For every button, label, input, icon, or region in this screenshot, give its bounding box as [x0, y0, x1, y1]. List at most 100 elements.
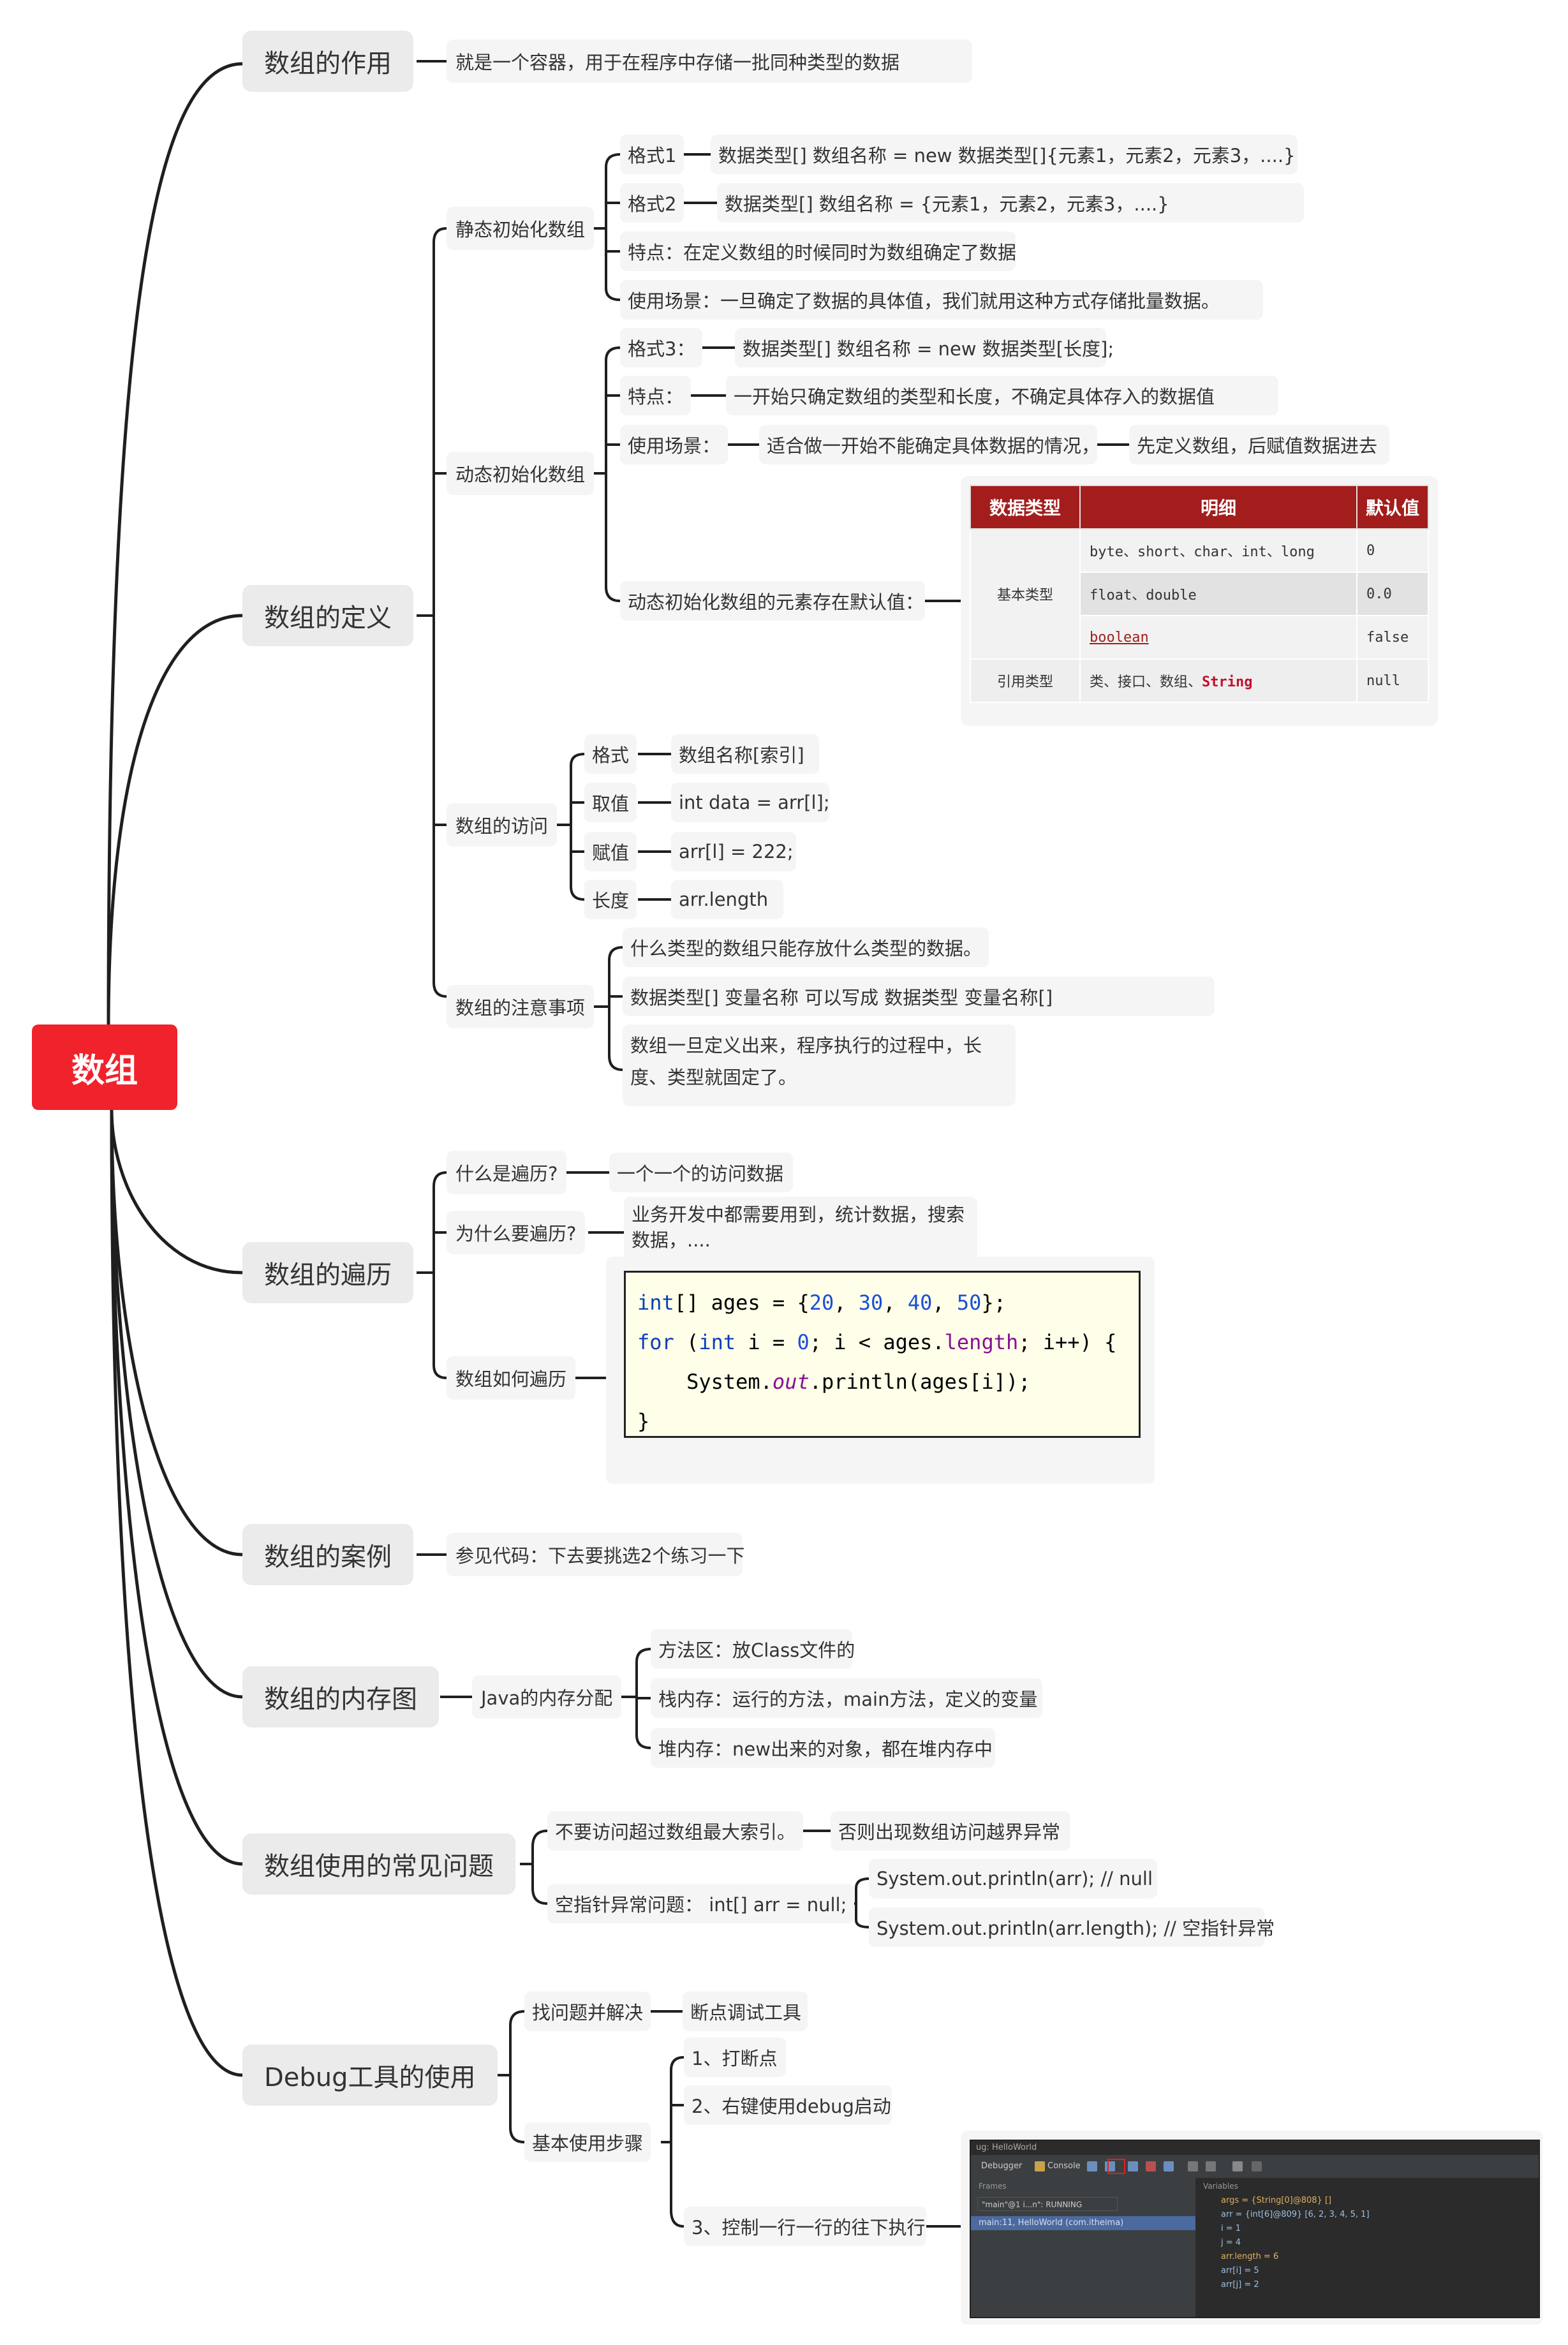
static-format1-key[interactable]: 格式1	[620, 135, 684, 174]
array-examples-desc[interactable]: 参见代码：下去要挑选2个练习一下	[447, 1533, 744, 1576]
static-feature[interactable]: 特点：在定义数组的时候同时为数组确定了数据	[620, 232, 1016, 271]
evaluate-icon[interactable]	[1232, 2161, 1243, 2171]
step-out-icon[interactable]	[1164, 2161, 1174, 2171]
var-arr[interactable]: arr = {int[6]@809} [6, 2, 3, 4, 5, 1]	[1221, 2210, 1370, 2219]
branch-array-examples[interactable]: 数组的案例	[242, 1524, 413, 1585]
access-get-value[interactable]: int data = arr[l];	[671, 783, 830, 822]
variables-panel: Variables args = {String[0]@808} [] arr …	[1195, 2178, 1539, 2317]
dynamic-init-node[interactable]: 动态初始化数组	[447, 452, 595, 495]
var-arr-i[interactable]: arr[i] = 5	[1221, 2266, 1259, 2275]
boolean-text: boolean	[1090, 629, 1149, 646]
branch-debug-tool[interactable]: Debug工具的使用	[242, 2045, 498, 2106]
access-set-value[interactable]: arr[l] = 222;	[671, 832, 796, 871]
default-value-label[interactable]: 动态初始化数组的元素存在默认值：	[620, 581, 925, 621]
root-node[interactable]: 数组	[32, 1025, 177, 1110]
dynamic-feature-key[interactable]: 特点：	[620, 376, 692, 415]
static-format2-value[interactable]: 数据类型[] 数组名称 = {元素1，元素2，元素3，....}	[717, 183, 1304, 223]
dynamic-format3-value[interactable]: 数据类型[] 数组名称 = new 数据类型[长度];	[735, 328, 1114, 367]
debug-basic-steps[interactable]: 基本使用步骤	[524, 2122, 651, 2162]
static-init-node[interactable]: 静态初始化数组	[447, 207, 595, 250]
table-cell-default: null	[1356, 658, 1429, 703]
debugger-title-bar: ug: HelloWorld	[971, 2141, 1539, 2155]
selected-frame[interactable]: main:11, HelloWorld (com.itheima)	[971, 2216, 1195, 2230]
table-cell-default: 0	[1356, 528, 1429, 573]
debug-breakpoint-tool[interactable]: 断点调试工具	[683, 1992, 808, 2031]
table-cell-default: 0.0	[1356, 572, 1429, 616]
table-header-default: 默认值	[1356, 485, 1429, 529]
debug-step-3[interactable]: 3、控制一行一行的往下执行	[684, 2207, 926, 2246]
var-i[interactable]: i = 1	[1221, 2224, 1241, 2233]
dynamic-format3-key[interactable]: 格式3：	[620, 328, 703, 367]
branch-array-traversal[interactable]: 数组的遍历	[242, 1242, 413, 1303]
issue-null-pointer[interactable]: 空指针异常问题： int[] arr = null;	[547, 1884, 855, 1923]
menu-icon[interactable]	[1087, 2161, 1097, 2171]
static-format1-value[interactable]: 数据类型[] 数组名称 = new 数据类型[]{元素1，元素2，元素3，...…	[711, 135, 1298, 174]
debug-step-2[interactable]: 2、右键使用debug启动	[684, 2085, 892, 2125]
java-memory-node[interactable]: Java的内存分配	[472, 1675, 622, 1719]
traversal-why-answer[interactable]: 业务开发中都需要用到，统计数据，搜索数据，....	[624, 1197, 977, 1268]
memory-heap[interactable]: 堆内存：new出来的对象，都在堆内存中	[651, 1728, 995, 1768]
default-value-table: 数据类型 明细 默认值 基本类型 byte、short、char、int、lon…	[970, 485, 1429, 703]
thread-selector[interactable]: "main"@1 i...n": RUNNING	[977, 2197, 1118, 2211]
memory-stack[interactable]: 栈内存：运行的方法，main方法，定义的变量	[651, 1678, 1042, 1718]
branch-array-purpose[interactable]: 数组的作用	[242, 31, 413, 92]
var-arr-j[interactable]: arr[j] = 2	[1221, 2280, 1259, 2290]
table-cell-basic-type: 基本类型	[970, 528, 1081, 660]
table-cell-detail: byte、short、char、int、long	[1079, 528, 1357, 573]
dynamic-feature-value[interactable]: 一开始只确定数组的类型和长度，不确定具体存入的数据值	[726, 376, 1278, 415]
traversal-how-node[interactable]: 数组如何遍历	[447, 1356, 576, 1400]
step-into-icon[interactable]	[1128, 2161, 1138, 2171]
var-j[interactable]: j = 4	[1221, 2238, 1241, 2247]
array-purpose-desc[interactable]: 就是一个容器，用于在程序中存储一批同种类型的数据	[447, 40, 972, 83]
null-print-length[interactable]: System.out.println(arr.length); // 空指针异常	[869, 1907, 1275, 1947]
dynamic-scene-value2[interactable]: 先定义数组，后赋值数据进去	[1129, 425, 1389, 464]
debug-step-1[interactable]: 1、打断点	[684, 2038, 786, 2077]
console-tab[interactable]: Console	[1047, 2161, 1081, 2171]
table-cell-ref-type: 引用类型	[970, 658, 1081, 703]
code-block[interactable]: int[] ages = {20, 30, 40, 50}; for (int …	[624, 1271, 1141, 1438]
array-access-node[interactable]: 数组的访问	[447, 803, 558, 847]
debug-find-fix[interactable]: 找问题并解决	[524, 1992, 651, 2031]
static-format2-key[interactable]: 格式2	[620, 183, 684, 223]
default-value-table-container: 数据类型 明细 默认值 基本类型 byte、short、char、int、lon…	[961, 476, 1438, 726]
access-format-key[interactable]: 格式	[584, 734, 637, 774]
issue-index-result[interactable]: 否则出现数组访问越界异常	[831, 1811, 1070, 1851]
settings-icon[interactable]	[1252, 2161, 1262, 2171]
debugger-screenshot: ug: HelloWorld Debugger Console Frames "…	[970, 2140, 1540, 2318]
traversal-what-answer[interactable]: 一个一个的访问数据	[609, 1153, 793, 1192]
run-cursor-icon[interactable]	[1206, 2161, 1216, 2171]
dynamic-scene-value1[interactable]: 适合做一开始不能确定具体数据的情况，	[759, 425, 1100, 464]
drop-frame-icon[interactable]	[1188, 2161, 1198, 2171]
null-print-arr[interactable]: System.out.println(arr); // null	[869, 1859, 1157, 1898]
table-cell-detail: 类、接口、数组、String	[1079, 658, 1357, 703]
ref-detail-prefix: 类、接口、数组、	[1090, 674, 1202, 690]
dynamic-scene-key[interactable]: 使用场景：	[620, 425, 729, 464]
traversal-what-node[interactable]: 什么是遍历?	[447, 1151, 567, 1194]
branch-array-definition[interactable]: 数组的定义	[242, 585, 413, 646]
table-header-type: 数据类型	[970, 485, 1081, 529]
access-format-value[interactable]: 数组名称[索引]	[671, 734, 819, 774]
access-length-value[interactable]: arr.length	[671, 880, 783, 919]
traversal-why-node[interactable]: 为什么要遍历?	[447, 1211, 586, 1254]
array-notes-node[interactable]: 数组的注意事项	[447, 985, 595, 1028]
memory-method-area[interactable]: 方法区：放Class文件的	[651, 1629, 855, 1669]
table-cell-detail: float、double	[1079, 572, 1357, 616]
issue-index-out-of-bounds[interactable]: 不要访问超过数组最大索引。	[547, 1811, 804, 1851]
access-length-key[interactable]: 长度	[584, 880, 637, 919]
access-get-key[interactable]: 取值	[584, 783, 637, 822]
branch-common-issues[interactable]: 数组使用的常见问题	[242, 1833, 515, 1895]
console-icon	[1035, 2161, 1045, 2171]
string-keyword: String	[1202, 674, 1253, 690]
var-arr-length[interactable]: arr.length = 6	[1221, 2252, 1279, 2261]
note-type-restriction[interactable]: 什么类型的数组只能存放什么类型的数据。	[623, 928, 989, 967]
static-scene[interactable]: 使用场景：一旦确定了数据的具体值，我们就用这种方式存储批量数据。	[620, 280, 1263, 320]
debugger-tab[interactable]: Debugger	[981, 2161, 1023, 2171]
table-cell-default: false	[1356, 615, 1429, 660]
note-declaration-style[interactable]: 数据类型[] 变量名称 可以写成 数据类型 变量名称[]	[623, 977, 1215, 1016]
note-fixed-length[interactable]: 数组一旦定义出来，程序执行的过程中，长度、类型就固定了。	[623, 1025, 1016, 1106]
debugger-toolbar: Debugger Console	[971, 2155, 1539, 2179]
access-set-key[interactable]: 赋值	[584, 832, 637, 871]
branch-memory-diagram[interactable]: 数组的内存图	[242, 1666, 439, 1727]
var-args[interactable]: args = {String[0]@808} []	[1221, 2196, 1332, 2205]
force-step-icon[interactable]	[1146, 2161, 1156, 2171]
